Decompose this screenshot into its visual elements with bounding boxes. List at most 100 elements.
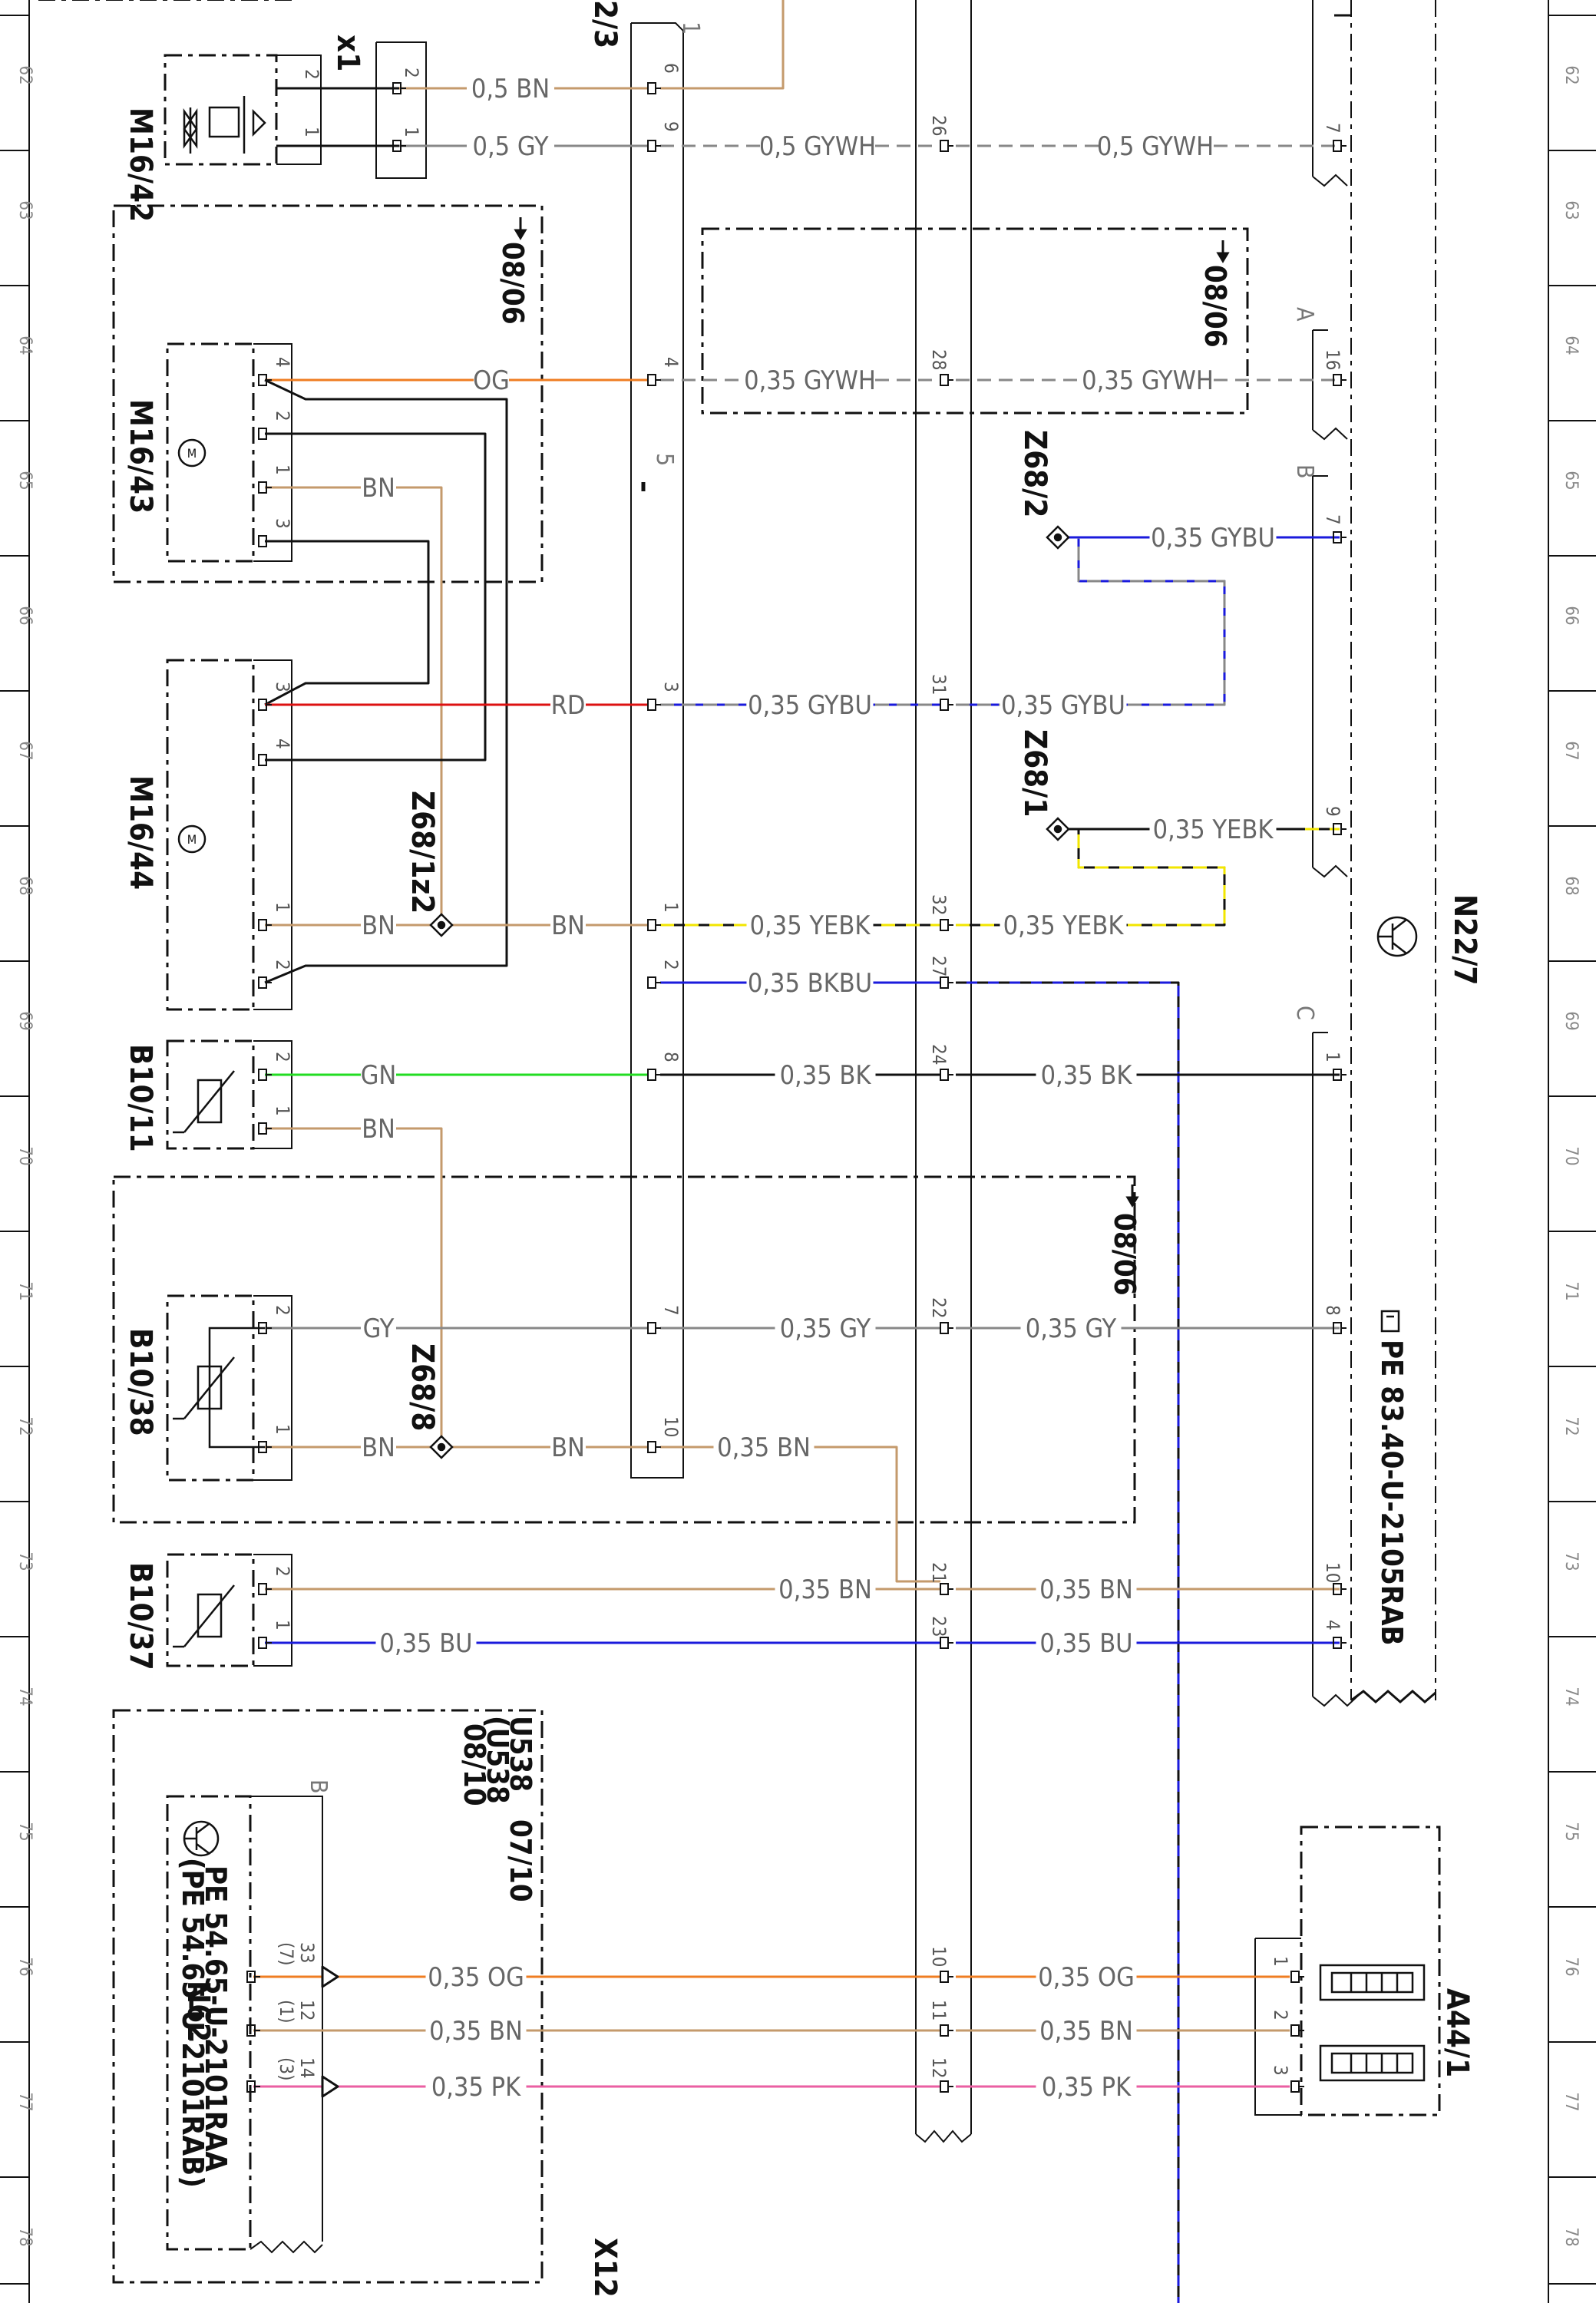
pin-marker xyxy=(647,82,662,94)
pin-number: 6 xyxy=(660,63,682,74)
wire-label: 0,35 BK xyxy=(780,1060,872,1091)
wire-label-background xyxy=(1000,910,1127,940)
row-number-right: 62 xyxy=(1561,65,1581,84)
row-number-left: 74 xyxy=(15,1687,35,1706)
splice-icon xyxy=(429,913,454,937)
wire-label-background xyxy=(1000,689,1127,720)
pin-number: 4 xyxy=(1322,1620,1343,1631)
pin-number: 8 xyxy=(660,1052,682,1062)
row-number-right: 67 xyxy=(1561,741,1581,760)
wire-label-background xyxy=(361,1432,396,1462)
wire-label-background xyxy=(361,1059,396,1090)
row-number-left: 65 xyxy=(15,471,35,490)
n22-7-unit xyxy=(1312,0,1436,1707)
pin-number: 33 xyxy=(296,1942,318,1963)
component-label-a44-1: A44/1 xyxy=(1439,1988,1475,2077)
wire-label: 0,35 BN xyxy=(778,1574,872,1605)
wire-label-background xyxy=(550,910,586,940)
wire-label-background xyxy=(474,365,509,395)
pin-number: 22 xyxy=(928,1297,950,1318)
wire-label-background xyxy=(746,967,874,998)
row-number-left: 63 xyxy=(15,200,35,220)
wire-label: 0,35 GYWH xyxy=(1082,365,1214,396)
pin-marker xyxy=(940,140,954,152)
wire-label: BN xyxy=(362,910,395,941)
pin-number: 16 xyxy=(1322,349,1343,370)
pin-number: 7 xyxy=(1322,123,1343,134)
pin-number: 2 xyxy=(301,69,322,80)
wire-label-background xyxy=(1036,1961,1137,1992)
wire-label-background xyxy=(1036,1627,1137,1658)
wire-label: 0,35 OG xyxy=(428,1962,524,1993)
wire-label-background xyxy=(1020,1313,1122,1343)
pin-number: 32 xyxy=(928,894,950,915)
wire-bn-riser xyxy=(660,0,785,90)
pin-number: 2 xyxy=(272,1566,293,1577)
pin-number: 3 xyxy=(272,518,293,529)
splice-points xyxy=(429,525,1070,1459)
pin-number: 2 xyxy=(272,411,293,421)
splice-labels: Z68/2 Z68/1 Z68/1z2 Z68/8 xyxy=(405,430,1052,1431)
wire-label: 0,35 GYWH xyxy=(744,365,876,396)
splice-icon xyxy=(1046,525,1070,550)
pin-number: 7 xyxy=(660,1305,682,1316)
wire-label: BN xyxy=(551,910,585,941)
wire-label-background xyxy=(425,2015,527,2046)
row-number-left: 73 xyxy=(15,1551,35,1571)
wire-label: GY xyxy=(363,1313,395,1344)
wires xyxy=(253,0,1340,2303)
wire-label: 0,35 PK xyxy=(431,2072,521,2103)
row-number-left: 75 xyxy=(15,1822,35,1841)
wire-label-background xyxy=(761,131,874,161)
wire-label-background xyxy=(1036,1059,1137,1090)
pin-number: 1 xyxy=(272,1105,293,1116)
wire-label: GN xyxy=(361,1060,397,1091)
row-number-right: 75 xyxy=(1561,1822,1581,1841)
row-number-right: 78 xyxy=(1561,2227,1581,2246)
pin-number: 2 xyxy=(272,1052,293,1062)
connector-letter-c: C xyxy=(1291,1006,1318,1020)
component-label-m16-43: M16/43 xyxy=(123,399,158,514)
component-labels: M16/42 M16/43 M16/44 B10/11 B10/38 B10/3… xyxy=(123,0,1482,2298)
wire-label: 0,5 GY xyxy=(472,131,548,162)
transistor-icon xyxy=(183,1820,220,1857)
component-frames xyxy=(112,54,1441,2284)
pin-marker xyxy=(1333,374,1347,386)
reference-pe-83-40: PE 83.40-U-2105RAB xyxy=(1375,1340,1409,1646)
reference-u538-alt: (U538 xyxy=(481,1716,514,1804)
row-ruler-left xyxy=(0,0,30,2303)
pin-marker xyxy=(647,919,662,931)
wire-label-background xyxy=(775,1059,876,1090)
pin-number: 1 xyxy=(272,1620,293,1631)
reference-u538: U538 xyxy=(504,1716,537,1792)
pin-number: 10 xyxy=(928,1946,950,1967)
manual-icon xyxy=(1380,1310,1400,1333)
pin-number: 1 xyxy=(401,127,422,137)
pin-number: 9 xyxy=(660,121,682,132)
pin-marker xyxy=(940,374,954,386)
wire-label-background xyxy=(1149,522,1277,553)
row-number-right: 69 xyxy=(1561,1011,1581,1030)
pin-number: 24 xyxy=(928,1044,950,1065)
splice-label-z68-1: Z68/1 xyxy=(1017,729,1052,817)
pin-number: 11 xyxy=(928,2000,950,2020)
wire-label: 0,35 BK xyxy=(1041,1060,1133,1091)
wire-label: 0,35 BN xyxy=(1039,2016,1133,2047)
reference-arrows xyxy=(514,14,1351,1208)
pin-number: 3 xyxy=(1270,2065,1291,2076)
pin-number: 1 xyxy=(660,902,682,913)
row-number-right: 64 xyxy=(1561,335,1581,355)
connector-label-x12-top: 2/3 xyxy=(587,0,623,48)
wire-label-background xyxy=(361,1113,396,1144)
pin-number: 27 xyxy=(928,956,950,976)
pin-number: 3 xyxy=(272,682,293,692)
wire-label: 0,35 YEBK xyxy=(750,910,871,941)
row-number-left: 66 xyxy=(15,606,35,625)
pin-number: 21 xyxy=(928,1562,950,1583)
splice-label-z68-1z2: Z68/1z2 xyxy=(405,791,440,914)
wire-label: 0,5 GYWH xyxy=(1097,131,1214,162)
wire-label-background xyxy=(467,131,554,161)
pin-number: 1 xyxy=(1270,1956,1291,1967)
